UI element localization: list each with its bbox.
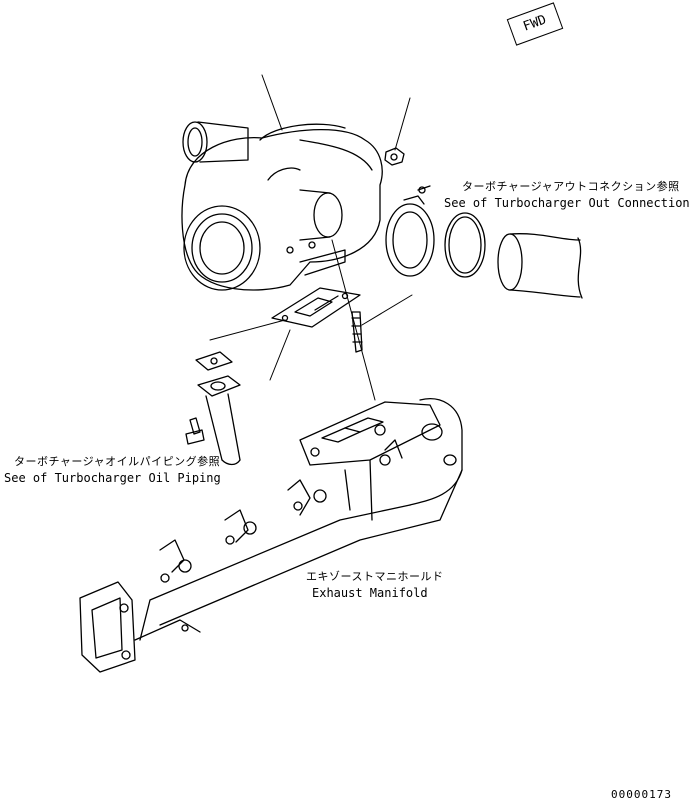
oil-drain-pipe [197, 375, 241, 466]
oil-pipe-bolt [185, 417, 205, 445]
exhaust-manifold-label-en: Exhaust Manifold [312, 586, 428, 600]
turbo-oil-piping-label-jp: ターボチャージャオイルパイピング参照 [14, 455, 221, 468]
turbo-out-connection-label-en: See of Turbocharger Out Connection [444, 196, 690, 210]
turbocharger [181, 121, 383, 291]
turbo-oil-piping-label-en: See of Turbocharger Oil Piping [4, 471, 221, 485]
exhaust-manifold [79, 398, 463, 673]
outlet-pipe [497, 233, 583, 299]
nut [384, 147, 405, 166]
exhaust-manifold-label-jp: エキゾーストマニホールド [306, 570, 444, 583]
oil-pipe-gasket [195, 351, 233, 371]
turbo-out-connection-label-jp: ターボチャージャアウトコネクション参照 [462, 180, 680, 193]
v-band-clamp [385, 185, 435, 277]
gasket-ring [444, 212, 486, 278]
leader-lines [209, 74, 413, 401]
drawing-number: 00000173 [611, 788, 672, 801]
turbo-flange-gasket [271, 287, 361, 328]
stud-bolt [351, 311, 363, 353]
